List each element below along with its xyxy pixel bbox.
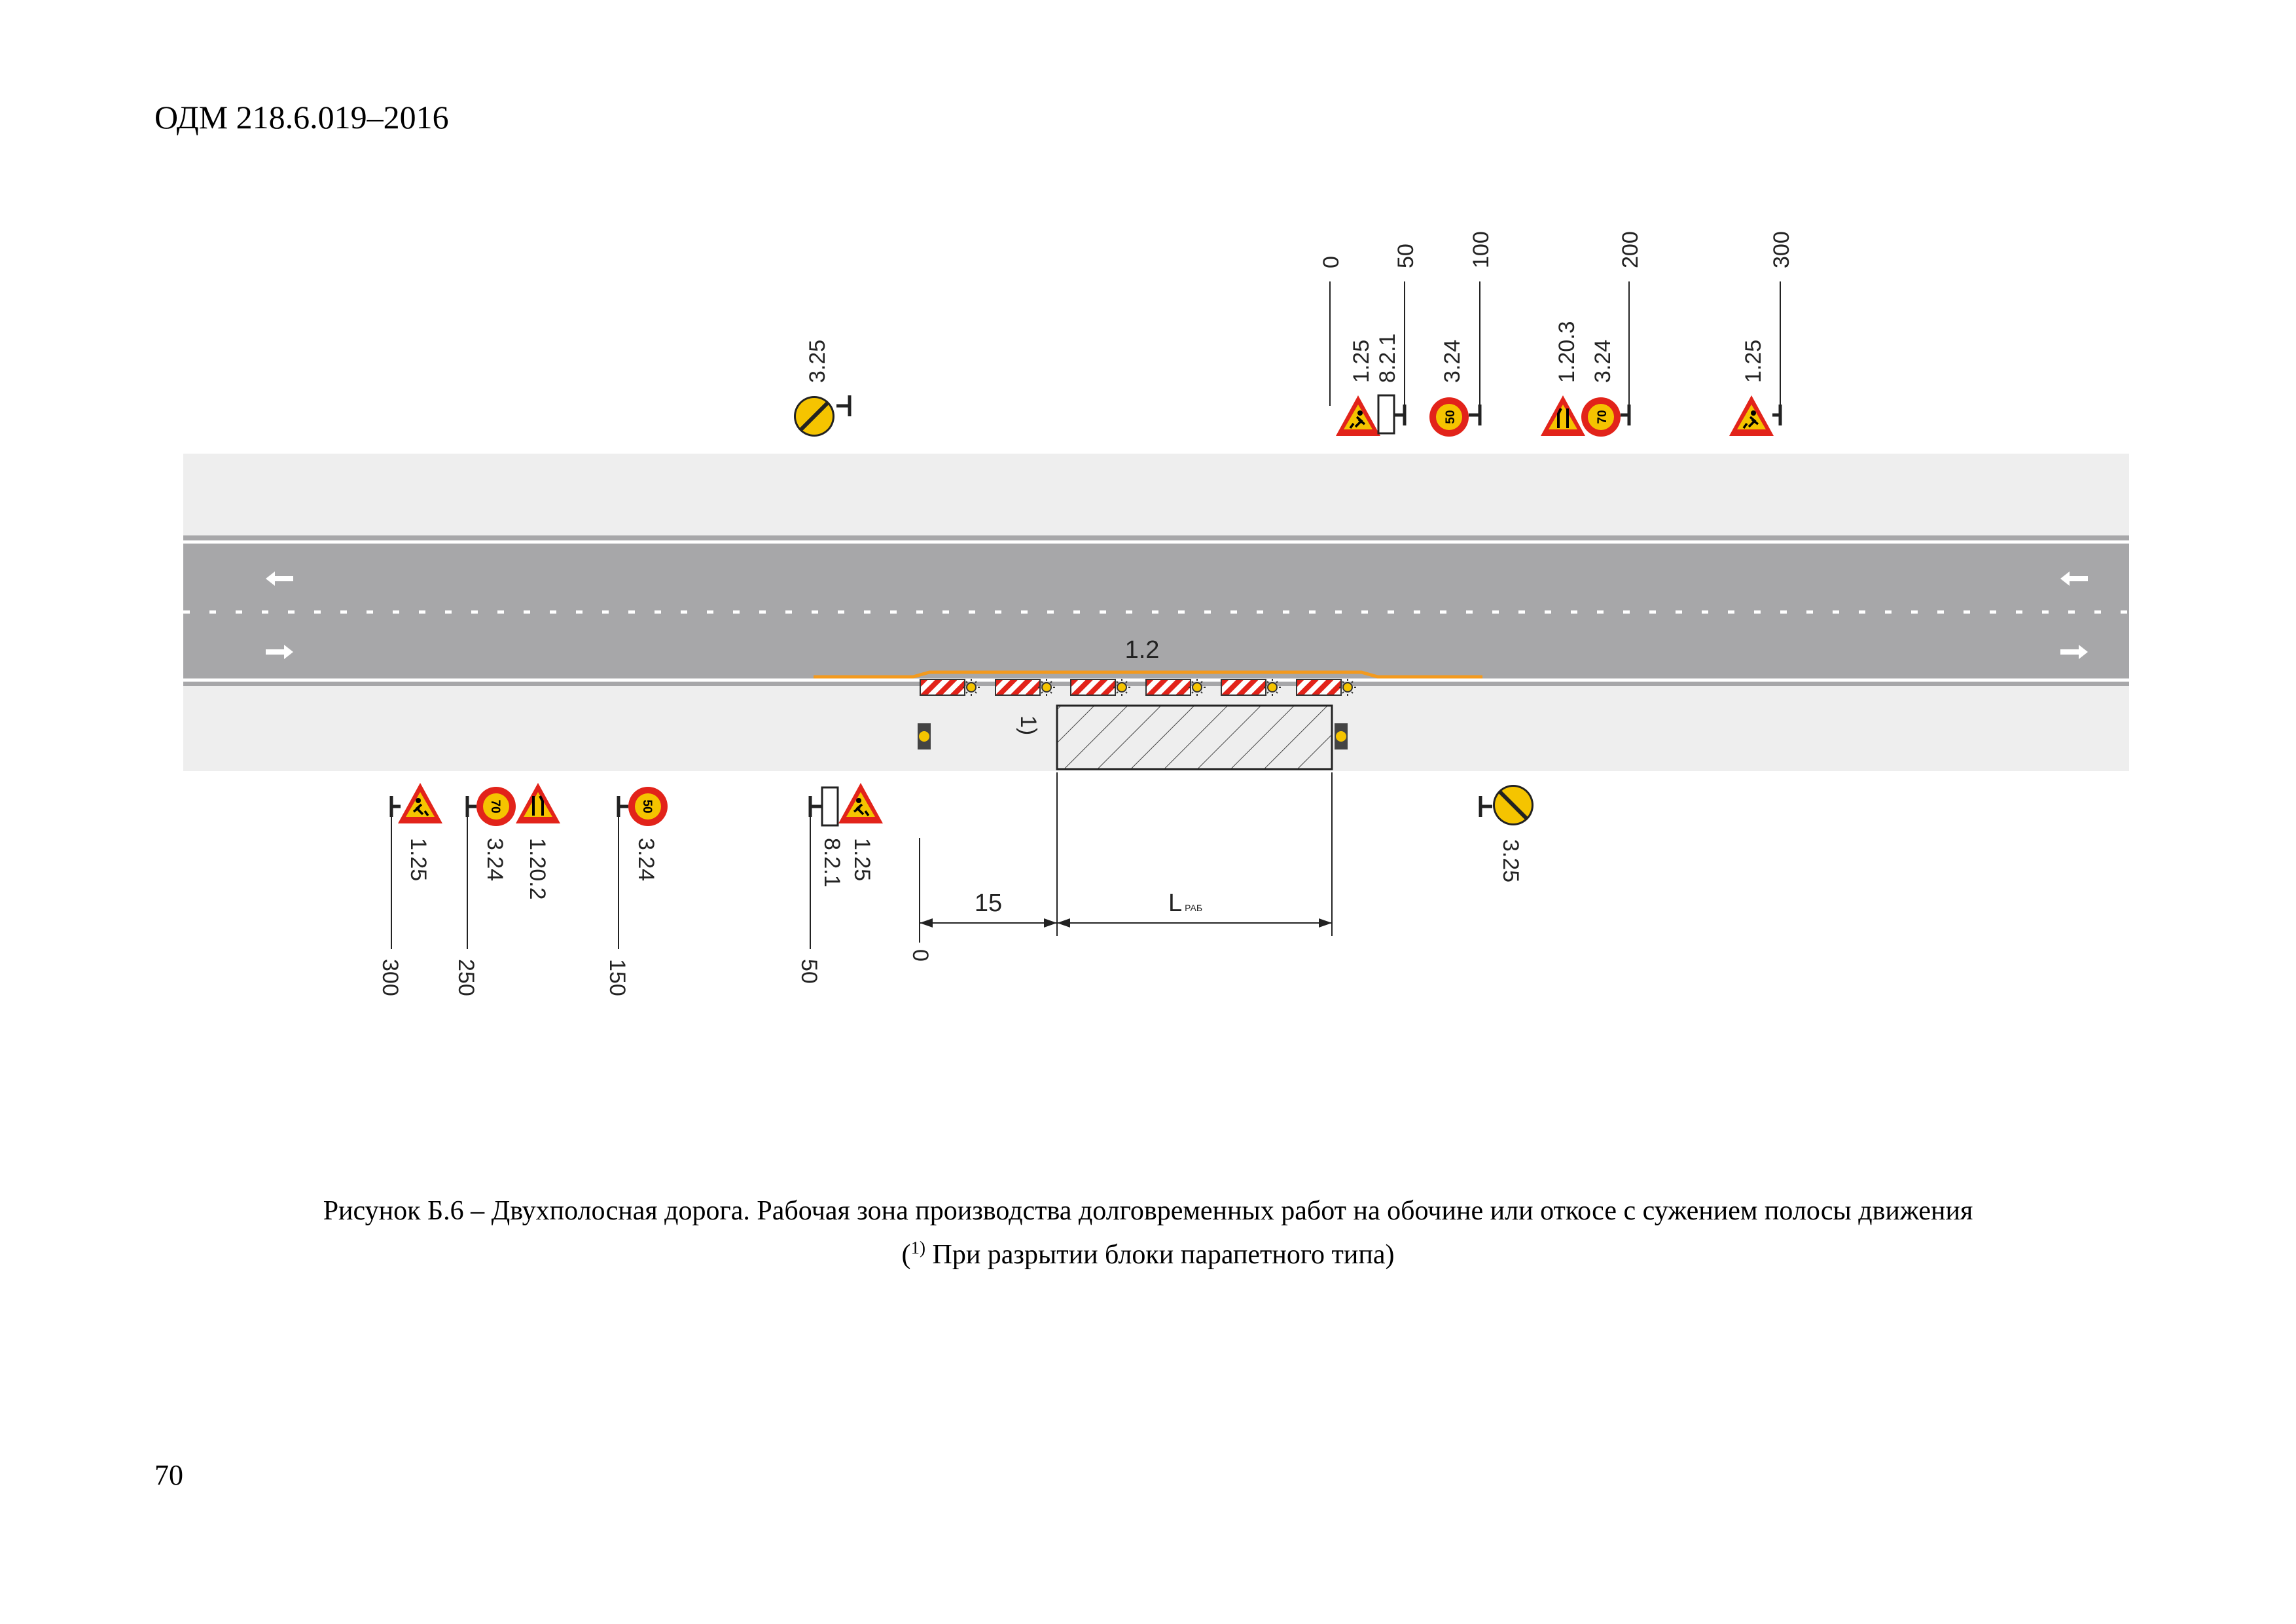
sign-label: 3.24: [1590, 340, 1615, 383]
top-signs: 3.25 0 50 100 200 300 1.25 8.2.1 50 3.24…: [794, 231, 1794, 437]
top-distance: 300: [1769, 231, 1794, 268]
upper-shoulder: [183, 454, 2129, 535]
warning-light-icon: [918, 723, 931, 749]
distance-plate-icon: [1377, 394, 1395, 435]
end-restriction-icon: [1493, 785, 1534, 825]
taper-line: [814, 670, 1482, 679]
sign-label: 3.24: [634, 838, 658, 881]
bottom-distance: 0: [908, 949, 933, 962]
bottom-distance: 250: [454, 959, 478, 996]
bottom-distance: 150: [605, 959, 630, 996]
road-narrows-sign-icon: [1539, 394, 1587, 437]
bottom-distance: 300: [378, 959, 403, 996]
sign-label: 3.24: [1440, 340, 1465, 383]
sign-label: 1.25: [406, 838, 431, 881]
barrier-note: 1): [1016, 715, 1041, 735]
top-distance: 0: [1319, 256, 1344, 268]
sign-label: 3.24: [482, 838, 507, 881]
sign-label: 1.25: [850, 838, 874, 881]
speed-value: 70: [488, 799, 502, 813]
dimension-arrows: [920, 918, 1332, 928]
arrow-right-icon: [2060, 645, 2088, 659]
road-works-sign-icon: [1335, 394, 1382, 437]
dim-15-label: 15: [975, 890, 1002, 917]
sign-label: 3.25: [805, 340, 830, 383]
sign-label: 8.2.1: [819, 838, 844, 888]
top-distance: 50: [1393, 244, 1418, 268]
road-narrows-sign-icon: [514, 782, 562, 825]
direction-arrows: [266, 571, 2088, 659]
caption-line-1: Рисунок Б.6 – Двухполосная дорога. Рабоч…: [323, 1196, 1973, 1226]
top-distance: 100: [1469, 231, 1494, 268]
arrow-left-icon: [266, 571, 293, 586]
work-zone: [1056, 704, 1333, 770]
speed-value: 50: [1444, 410, 1458, 424]
caption-line-2: (1) При разрытии блоки парапетного типа): [901, 1238, 1395, 1270]
arrow-right-icon: [266, 645, 293, 659]
road-works-sign-icon: [837, 782, 884, 825]
sign-label: 1.20.2: [525, 838, 550, 900]
dimension-lines: [919, 772, 1333, 943]
sign-label: 1.25: [1741, 340, 1766, 383]
document-header: ОДМ 218.6.019–2016: [154, 99, 449, 135]
arrow-left-icon: [2060, 571, 2088, 586]
sign-label: 1.20.3: [1554, 321, 1579, 383]
distance-plate-icon: [821, 786, 839, 827]
sign-label: 1.25: [1349, 340, 1374, 383]
figure-caption: Рисунок Б.6 – Двухполосная дорога. Рабоч…: [0, 1193, 2296, 1273]
sign-label: 3.25: [1498, 839, 1523, 882]
road: [183, 454, 2129, 771]
page-number: 70: [154, 1459, 183, 1491]
warning-light-icon: [1335, 723, 1348, 749]
end-restriction-icon: [794, 396, 834, 437]
road-works-sign-icon: [397, 782, 444, 825]
top-distance: 200: [1618, 231, 1643, 268]
sign-label: 8.2.1: [1375, 333, 1400, 383]
speed-value: 70: [1596, 410, 1609, 424]
bottom-distance: 50: [797, 959, 821, 984]
road-marking-label: 1.2: [1125, 636, 1160, 664]
speed-value: 50: [640, 799, 654, 813]
road-works-sign-icon: [1728, 394, 1775, 437]
bottom-signs: 300 250 150 50 1.25 70 3.24 1.20.2 50 3.…: [378, 782, 1534, 996]
